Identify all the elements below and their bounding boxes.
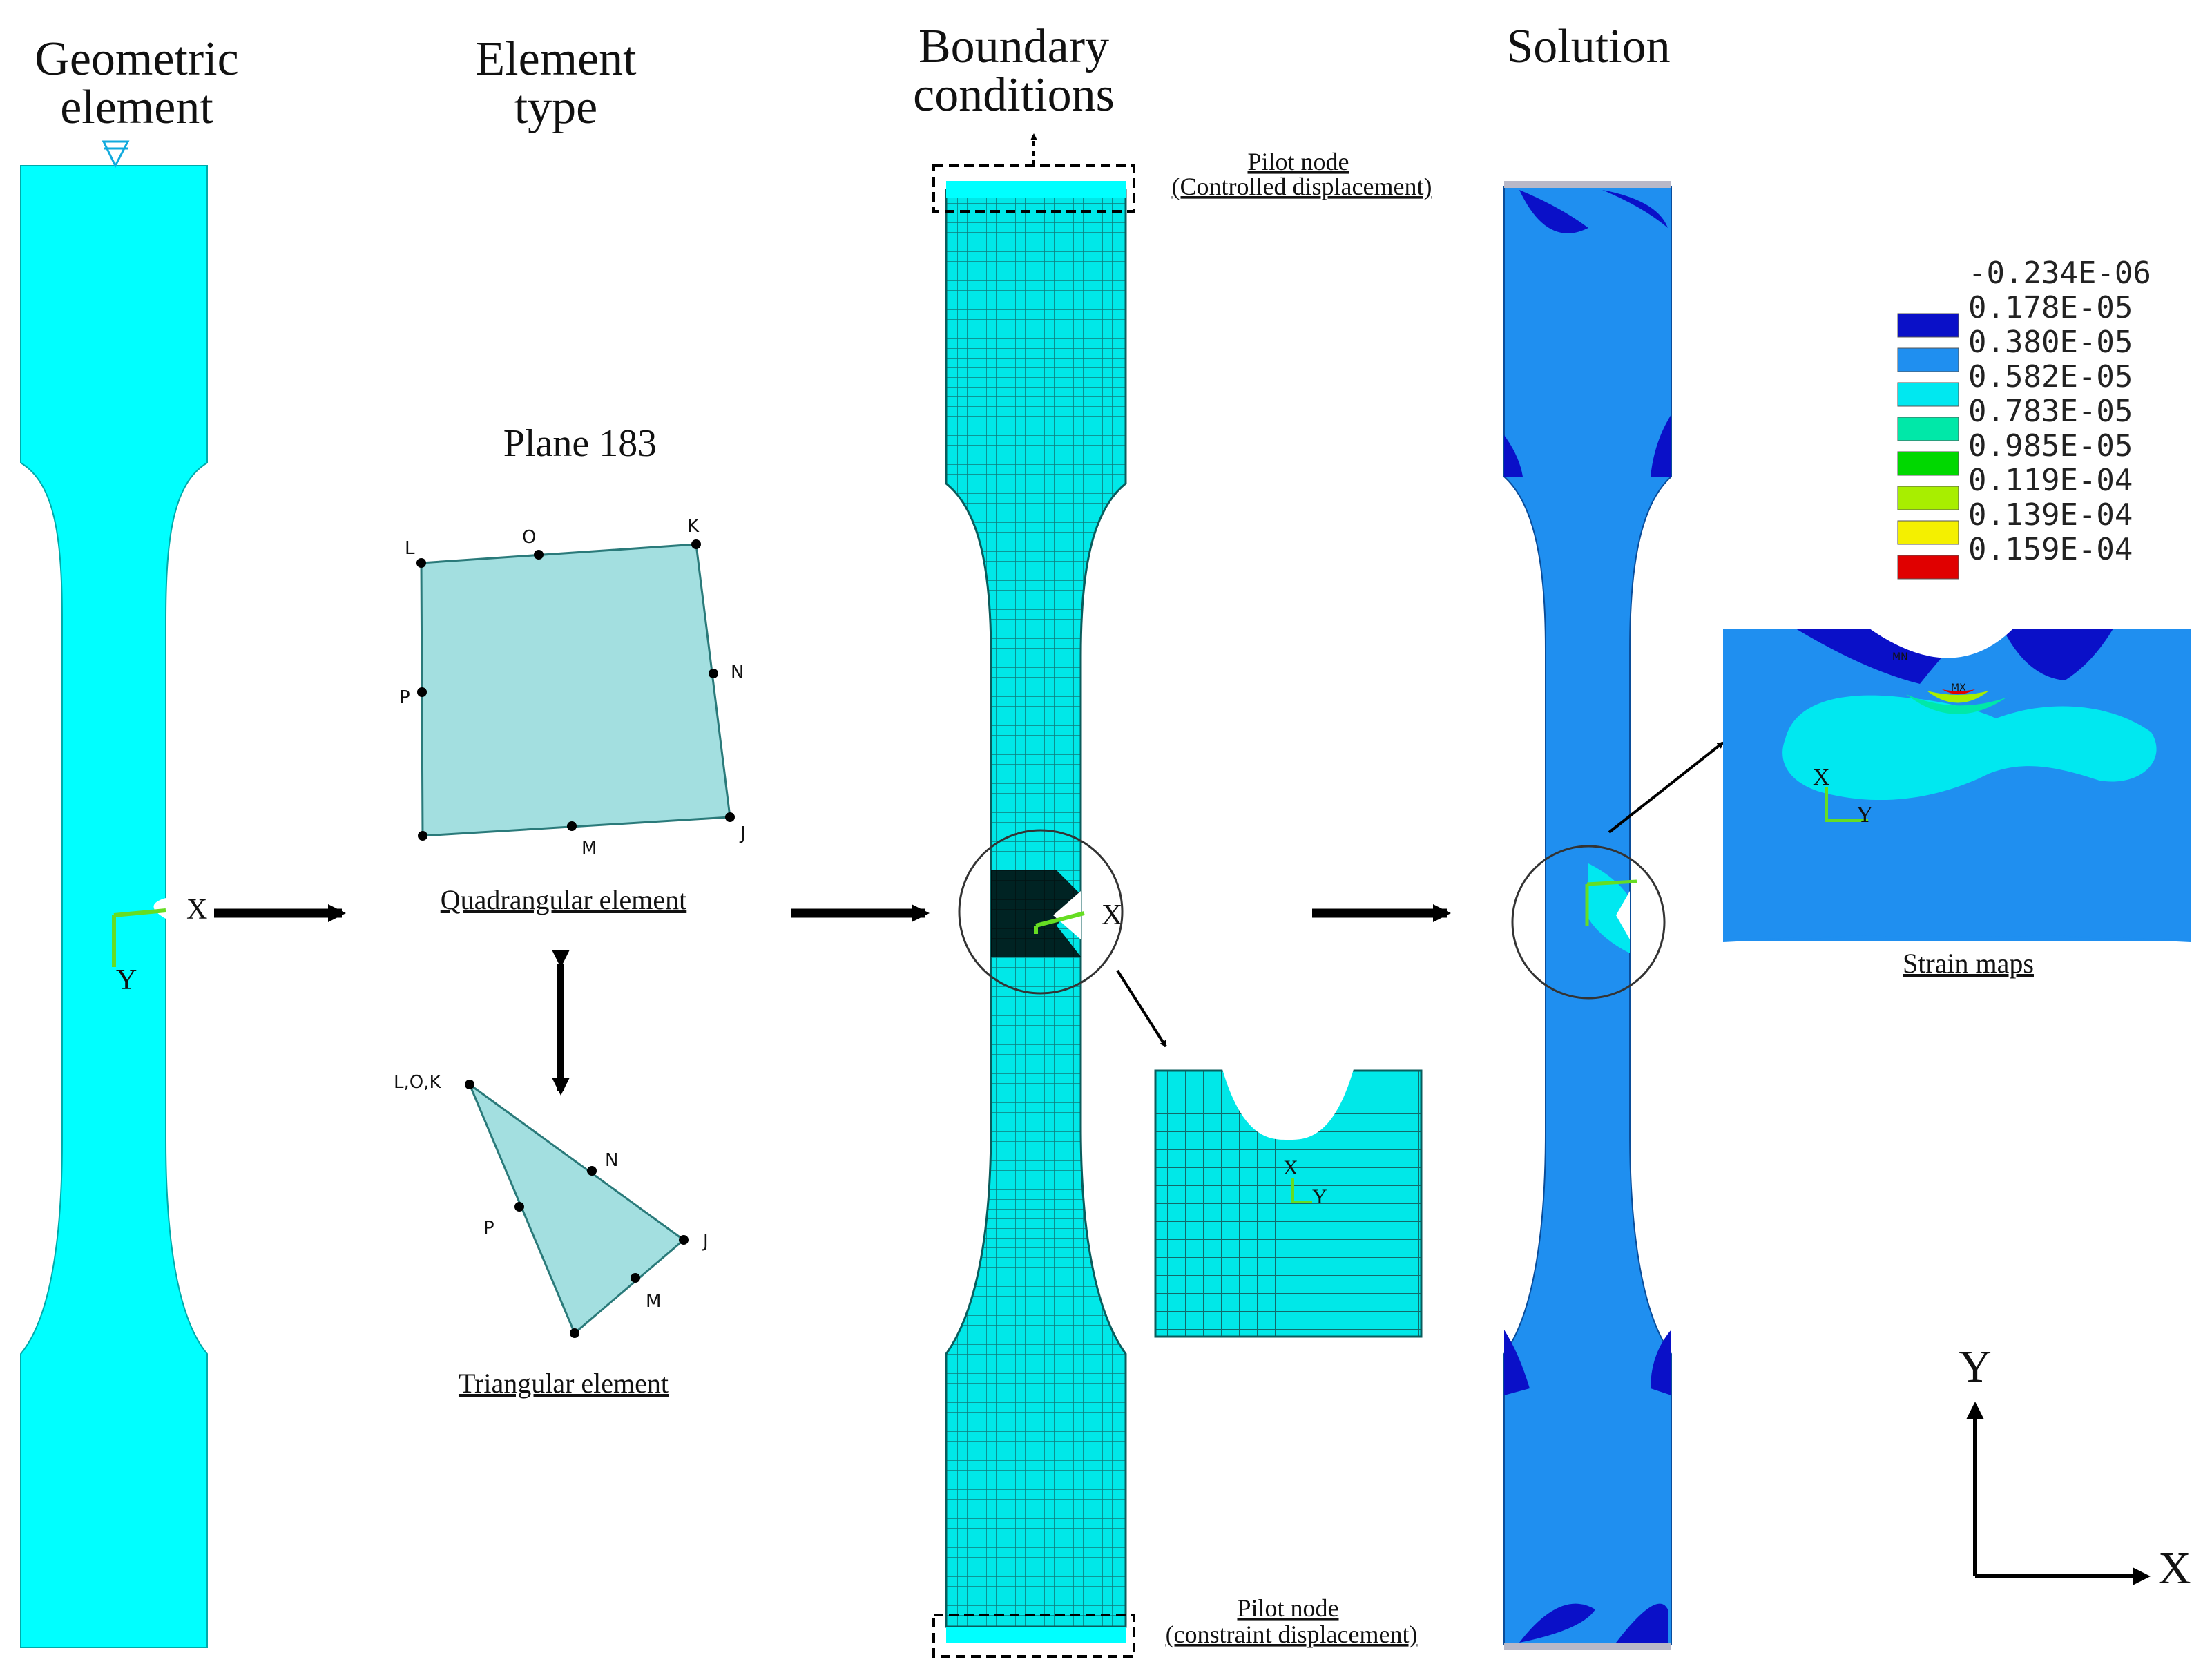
legend-label: 0.178E-05: [1968, 290, 2133, 325]
strain-inset-y-label: Y: [1856, 802, 1874, 828]
boundary-axis-icon: [1034, 911, 1085, 934]
quad-node-J: J: [739, 823, 746, 844]
legend-swatch: [1897, 486, 1959, 510]
boundary-x-label: X: [1102, 899, 1122, 931]
legend-label: 0.985E-05: [1968, 428, 2133, 463]
coordinate-marker-icon: [112, 908, 166, 967]
legend-swatch: [1897, 347, 1959, 372]
legend-swatch: [1897, 382, 1959, 407]
global-x-label: X: [2158, 1543, 2191, 1594]
pilot-bottom-line2: (constraint displacement): [1166, 1621, 1418, 1648]
quad-element: [420, 543, 731, 837]
legend-swatch: [1897, 278, 1959, 303]
legend-label: 0.139E-04: [1968, 497, 2133, 533]
heading-solution: Solution: [1506, 20, 1670, 73]
tri-node-M: M: [646, 1291, 661, 1312]
quad-node-K: K: [687, 516, 700, 537]
strain-map-inset: [1722, 625, 2191, 942]
mn-label: MN: [1892, 651, 1908, 662]
legend-label: 0.159E-04: [1968, 532, 2133, 567]
tri-node-P: P: [483, 1218, 494, 1239]
quad-node-P: P: [399, 687, 410, 708]
quad-node-L: L: [405, 538, 415, 559]
tri-node-J: J: [702, 1231, 709, 1252]
inset-x-label: X: [1283, 1156, 1298, 1179]
legend-label: 0.582E-05: [1968, 359, 2133, 394]
quad-caption: Quadrangular element: [441, 884, 687, 915]
legend-label: 0.119E-04: [1968, 463, 2133, 498]
zoom-arrow: [1116, 969, 1167, 1048]
notch: [153, 898, 166, 919]
heading-element-line2: type: [514, 81, 598, 134]
solution-zoom-arrow: [1608, 741, 1724, 834]
inset-y-label: Y: [1312, 1185, 1327, 1208]
element-name: Plane 183: [503, 422, 657, 465]
legend-swatch: [1897, 313, 1959, 338]
tri-node-LOK: L,O,K: [394, 1072, 441, 1093]
legend-label: 0.783E-05: [1968, 394, 2133, 429]
strain-caption: Strain maps: [1903, 948, 2034, 979]
mx-label: MX: [1951, 682, 1966, 694]
solution-zoom-circle: [1511, 845, 1666, 1000]
pilot-bar-top: [946, 181, 1126, 198]
global-y-label: Y: [1959, 1341, 1992, 1392]
solution-bottom-band: [1504, 1643, 1671, 1650]
solution-notch-field: [1588, 863, 1630, 953]
quad-node-M: M: [581, 838, 597, 859]
tri-node-N: N: [605, 1150, 618, 1171]
boundary-notch: [1053, 891, 1081, 939]
zoom-circle: [958, 829, 1124, 995]
constraint-icon: [102, 140, 130, 169]
solution-top-band: [1504, 181, 1671, 188]
tri-caption: Triangular element: [459, 1368, 669, 1399]
legend-label: 0.380E-05: [1968, 325, 2133, 360]
strain-legend: -0.234E-060.178E-050.380E-050.582E-050.7…: [1897, 256, 2151, 580]
pilot-bottom-line1: Pilot node: [1237, 1594, 1338, 1622]
pilot-node-bottom-box: [932, 1614, 1135, 1658]
heading-boundary-line1: Boundary: [919, 20, 1109, 73]
heading-element-line1: Element: [475, 32, 637, 86]
quad-node-O: O: [522, 527, 536, 548]
legend-swatch: [1897, 555, 1959, 580]
heading-geometric-line1: Geometric: [35, 32, 238, 86]
heading-boundary-line2: conditions: [913, 68, 1115, 122]
strain-axis-icon: [1825, 787, 1868, 822]
geometric-x-label: X: [186, 894, 207, 926]
pilot-top-line2: (Controlled displacement): [1172, 173, 1432, 200]
inset-axis-icon: [1291, 1178, 1312, 1203]
legend-label: -0.234E-06: [1968, 256, 2151, 291]
pilot-bar-bottom: [946, 1627, 1126, 1643]
legend-swatch: [1897, 520, 1959, 545]
solution-notch: [1616, 891, 1630, 939]
pilot-top-line1: Pilot node: [1247, 148, 1349, 175]
dense-mesh-region: [991, 870, 1081, 957]
solution-axis-icon: [1585, 879, 1637, 926]
heading-geometric-line2: element: [60, 81, 213, 134]
geometric-specimen: [20, 165, 208, 1648]
tri-nodes: [465, 1080, 689, 1338]
quad-node-N: N: [731, 662, 744, 683]
geometric-y-label: Y: [116, 964, 137, 996]
inset-notch: [1222, 1069, 1354, 1140]
legend-swatch: [1897, 417, 1959, 441]
quad-nodes: [416, 539, 735, 841]
strain-inset-x-label: X: [1813, 765, 1830, 790]
solution-low-strain-patches: [1504, 190, 1671, 1643]
legend-swatch: [1897, 451, 1959, 476]
